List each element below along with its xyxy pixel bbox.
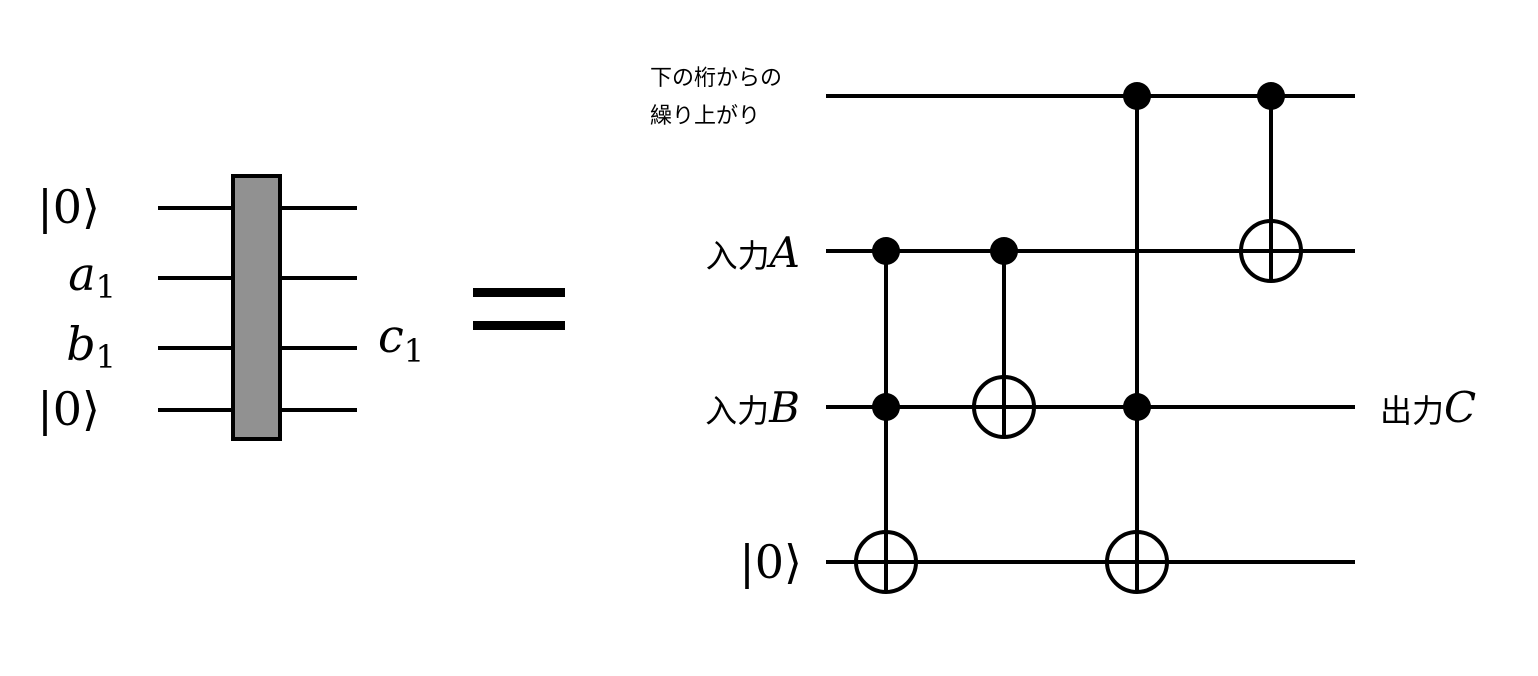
label-carry-in-line2: 繰り上がり (650, 104, 760, 129)
control-dot (1257, 82, 1285, 110)
label-ancilla: |0⟩ (739, 535, 802, 589)
label-input-a: 入力A (706, 228, 800, 277)
toffoli-gate-3 (1105, 82, 1169, 594)
label-carry-in-line1: 下の桁からの (650, 66, 782, 91)
adder-gate-block (231, 174, 282, 441)
control-dot (1123, 82, 1151, 110)
cnot-gate-2 (972, 237, 1036, 439)
right-circuit: 下の桁からの 繰り上がり 入力A 入力B |0⟩ 出力C (650, 66, 1476, 594)
left-circuit: |0⟩ a1 b1 |0⟩ c1 (37, 174, 424, 441)
control-dot (872, 393, 900, 421)
left-output-c1: c1 (378, 309, 424, 370)
left-input-b1: b1 (66, 317, 116, 376)
control-dot (990, 237, 1018, 265)
equals-sign (473, 288, 565, 330)
control-dot (1123, 393, 1151, 421)
left-input-ket-0-bottom: |0⟩ (37, 382, 100, 436)
label-output-c: 出力C (1380, 383, 1476, 432)
cnot-gate-4 (1239, 82, 1303, 283)
left-input-ket-0-top: |0⟩ (37, 180, 100, 234)
label-input-b: 入力B (705, 383, 800, 432)
control-dot (872, 237, 900, 265)
left-input-a1: a1 (68, 247, 116, 306)
toffoli-gate-1 (854, 237, 918, 594)
